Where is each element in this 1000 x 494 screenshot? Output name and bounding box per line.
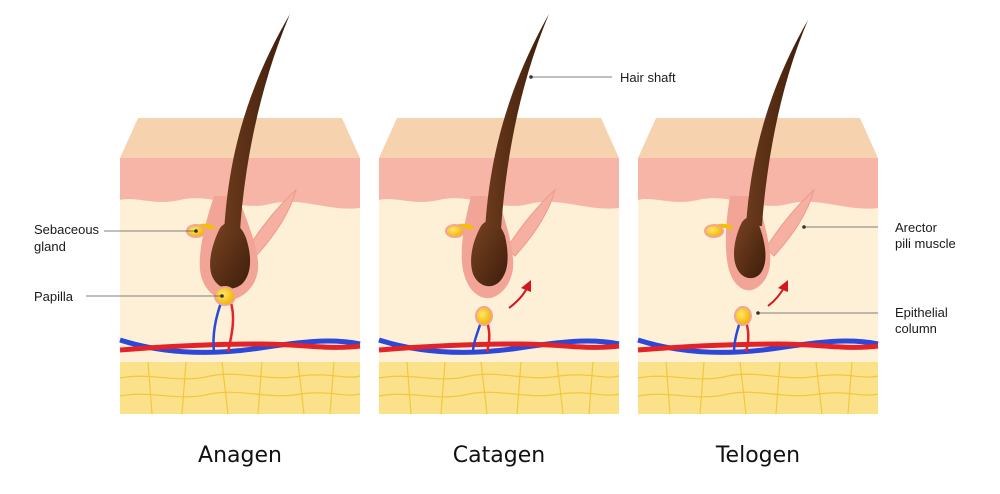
fat-layer (379, 362, 619, 414)
catagen-panel (378, 14, 620, 415)
skin-top-surface (638, 118, 878, 158)
stage-title-telogen: Telogen (715, 443, 800, 468)
upward-movement-arrow (767, 280, 788, 307)
sebaceous-gland (704, 224, 724, 238)
upward-movement-arrow (508, 280, 531, 309)
sebaceous-gland (445, 224, 465, 238)
arrector-pili-muscle (506, 188, 556, 257)
arrector-pili-muscle (765, 188, 815, 257)
fat-layer (638, 362, 878, 414)
hair-shaft (485, 14, 549, 230)
hair-bulb (734, 217, 766, 279)
anagen-panel (119, 14, 361, 415)
label-sebaceous-gland-1: Sebaceous (34, 222, 100, 237)
stage-title-anagen: Anagen (198, 443, 282, 468)
vein (378, 337, 620, 355)
fat-cell-lines (637, 361, 879, 415)
label-sebaceous-gland-2: gland (34, 239, 66, 254)
hair-bulb (471, 220, 508, 287)
hair-shaft (224, 14, 290, 232)
vein (637, 337, 879, 355)
stage-title-catagen: Catagen (453, 443, 545, 468)
fat-cell-lines (119, 361, 361, 415)
label-epithelial-column-2: column (895, 321, 937, 336)
fat-cell-lines (378, 361, 620, 415)
fat-layer (120, 362, 360, 414)
telogen-panel (637, 20, 879, 415)
dermal-papilla (475, 306, 493, 326)
artery (378, 341, 620, 353)
label-arrector-pili-1: Arector (895, 220, 938, 235)
label-hair-shaft: Hair shaft (620, 70, 676, 85)
hair-bulb (210, 222, 251, 289)
label-epithelial-column-1: Epithelial (895, 305, 948, 320)
leader-lines (86, 75, 878, 315)
vein (119, 337, 361, 355)
label-arrector-pili-2: pili muscle (895, 236, 956, 251)
label-papilla: Papilla (34, 289, 74, 304)
artery (119, 341, 361, 353)
artery (637, 341, 879, 353)
hair-shaft (746, 20, 808, 226)
arrector-pili-muscle (247, 188, 297, 257)
dermal-papilla (734, 306, 752, 326)
